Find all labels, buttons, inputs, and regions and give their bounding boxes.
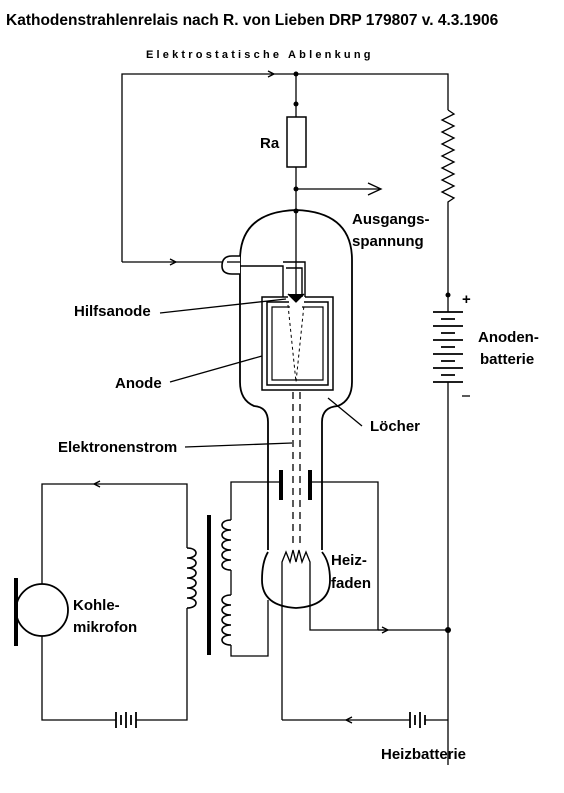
electron-beam <box>292 392 301 548</box>
anodenbatterie-label-1: Anoden- <box>478 329 539 346</box>
output-arrow <box>296 182 383 196</box>
anode-zigzag-resistor <box>440 109 456 295</box>
hilfsanode-label: Hilfsanode <box>74 303 151 320</box>
heizfaden-label-1: Heiz- <box>331 552 367 569</box>
kohlemikrofon-label-2: mikrofon <box>73 619 137 636</box>
diagram-title: Kathodenstrahlenrelais nach R. von Liebe… <box>6 12 499 29</box>
vacuum-tube <box>221 209 353 609</box>
anode-battery <box>433 292 470 765</box>
heizfaden-filament <box>281 549 448 720</box>
hilfsanode-electrode <box>240 211 306 303</box>
heizbatterie-label: Heizbatterie <box>381 746 466 763</box>
ra-label: Ra <box>260 135 280 152</box>
anode-electrode <box>261 296 334 391</box>
kohlemikrofon-label-1: Kohle- <box>73 597 120 614</box>
resistor-ra <box>286 74 307 214</box>
plus-sign: + <box>462 291 471 308</box>
heizbatterie <box>282 712 448 728</box>
elektronenstrom-label: Elektronenstrom <box>58 439 177 456</box>
ausgangsspannung-label-1: Ausgangs- <box>352 211 430 228</box>
mikrofon-battery <box>115 712 140 728</box>
kohlemikrofon <box>14 578 69 646</box>
top-wire <box>121 70 449 266</box>
pointer-anode <box>169 355 263 383</box>
pointer-hilfsanode <box>159 298 287 314</box>
pointer-loecher <box>327 397 363 427</box>
heizfaden-label-2: faden <box>331 575 371 592</box>
diagram-subtitle: Elektrostatische Ablenkung <box>146 49 374 61</box>
deflection-plates <box>230 470 379 630</box>
loecher-label: Löcher <box>370 418 420 435</box>
transformer <box>41 480 269 721</box>
ausgangsspannung-label-2: spannung <box>352 233 424 250</box>
pointer-elektronenstrom <box>184 442 293 448</box>
anodenbatterie-label-2: batterie <box>480 351 534 368</box>
anode-label: Anode <box>115 375 162 392</box>
